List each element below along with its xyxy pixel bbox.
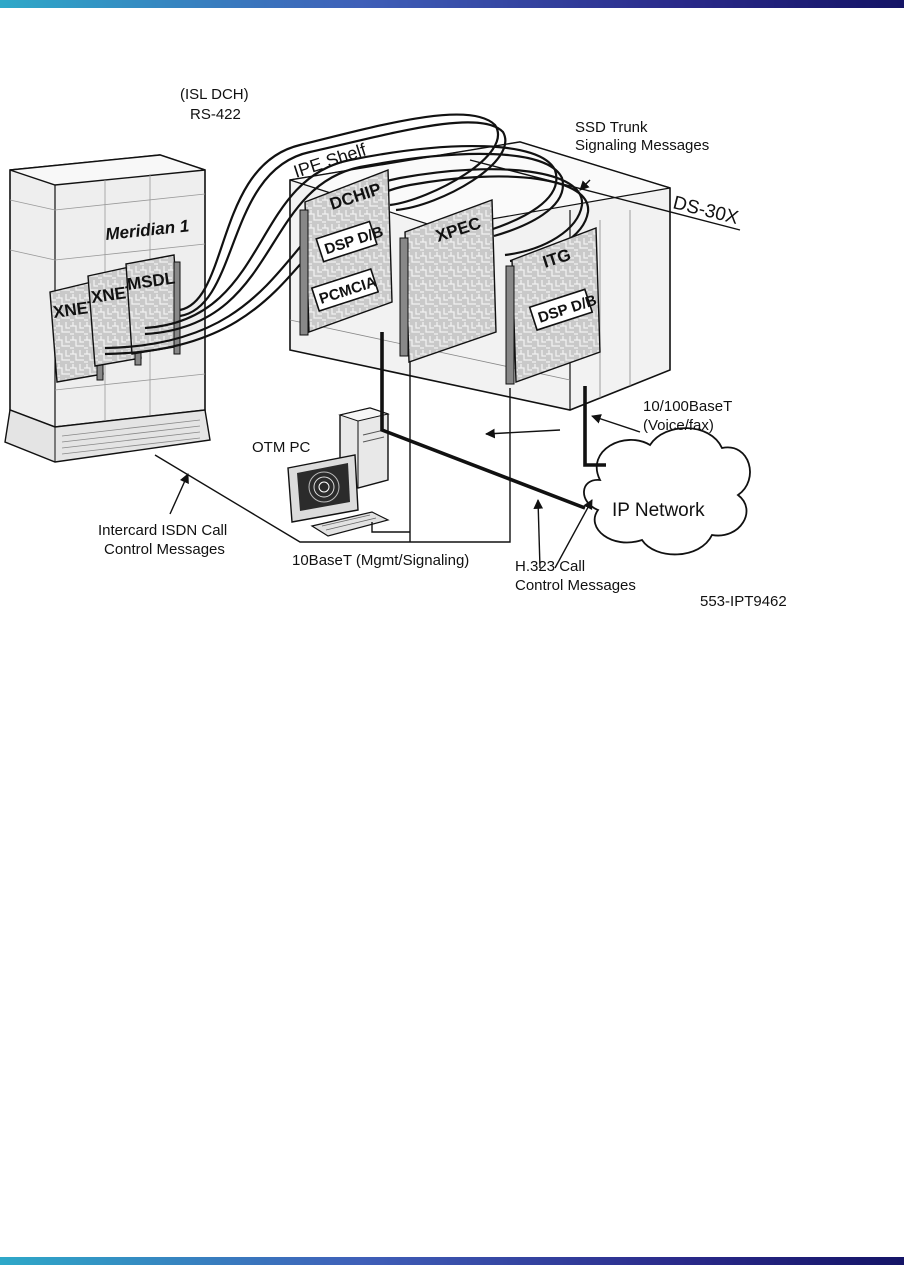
ssd-trunk-label: SSD Trunk <box>575 119 648 136</box>
network-diagram: Meridian 1 XNET XNET MSDL IPE Shelf <box>4 86 787 610</box>
arrow-voice-left <box>485 428 561 439</box>
10baset-line-itg <box>154 388 511 543</box>
ip-network-label: IP Network <box>612 500 705 521</box>
otm-pc <box>287 407 390 537</box>
h323-label: H.323 Call <box>515 558 585 575</box>
arrow-h323-right <box>554 499 593 569</box>
top-header-bar <box>0 0 904 8</box>
arrow-voice-right <box>591 414 641 433</box>
cabinet-card-msdl <box>125 254 181 355</box>
isl-dch-label: (ISL DCH) <box>180 86 249 103</box>
isl-dch-cables <box>104 113 590 356</box>
ds30x-line <box>469 159 741 231</box>
arrow-ssd <box>579 179 591 191</box>
dchip-pcmcia-box <box>310 267 380 313</box>
itg-to-ip-line <box>583 386 606 467</box>
base100-label: 10/100BaseT <box>643 398 732 415</box>
xpec-card <box>399 199 497 363</box>
h323-control-label: Control Messages <box>515 577 636 594</box>
rs422-label: RS-422 <box>190 106 241 123</box>
bottom-footer-bar <box>0 1257 904 1265</box>
arrow-h323-left <box>533 499 544 569</box>
figure-id: 553-IPT9462 <box>700 593 787 610</box>
ip-network-cloud <box>583 427 751 556</box>
ssd-signaling-label: Signaling Messages <box>575 137 709 154</box>
10baset-label: 10BaseT (Mgmt/Signaling) <box>292 552 469 569</box>
voice-fax-label: (Voice/fax) <box>643 417 714 434</box>
intercard-label: Intercard ISDN Call <box>98 522 227 539</box>
arrow-intercard <box>169 473 189 515</box>
dchip-dsp-box <box>315 220 378 263</box>
intercard-control-label: Control Messages <box>104 541 225 558</box>
ds30x-label: DS-30X <box>671 192 741 229</box>
otm-pc-label: OTM PC <box>252 439 310 456</box>
dchip-to-ip-line <box>380 332 586 510</box>
itg-dsp-box <box>528 288 594 332</box>
10baset-line-pc <box>371 522 410 533</box>
